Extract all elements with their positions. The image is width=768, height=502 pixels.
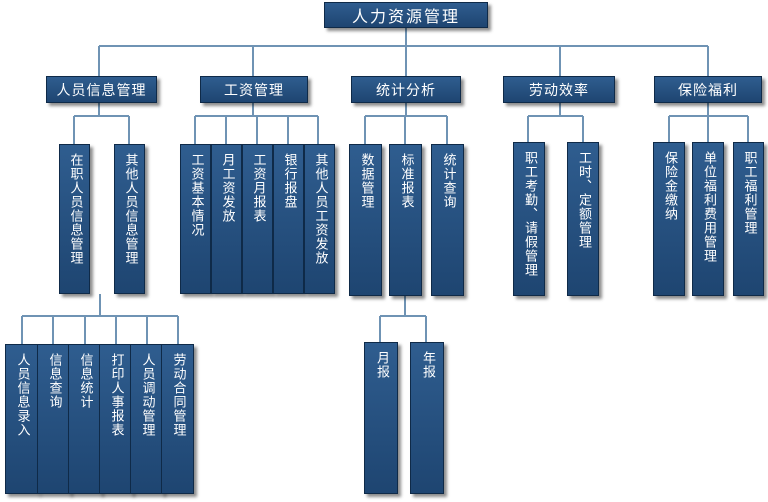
node-other-pay: 其他人员工资发放 — [304, 144, 335, 294]
node-attendance: 职工考勤、请假管理 — [513, 142, 545, 296]
connector — [21, 316, 179, 344]
node-stats-query: 统计查询 — [431, 144, 464, 296]
node-bank-disk: 银行报盘 — [273, 144, 304, 294]
root-label: 人力资源管理 — [351, 7, 460, 26]
node-staff-entry: 人员信息录入 — [5, 344, 38, 494]
node-monthly-pay: 月工资发放 — [211, 144, 242, 294]
node-label: 劳动合同管理 — [170, 353, 186, 437]
connector — [365, 103, 447, 117]
node-label: 保险福利 — [678, 82, 738, 99]
node-label: 人员信息录入 — [14, 353, 30, 437]
node-label: 人员信息管理 — [56, 82, 147, 99]
node-label: 年报 — [420, 351, 435, 379]
node-staff-welfare: 职工福利管理 — [733, 142, 764, 296]
node-monthly-report: 工资月报表 — [242, 144, 273, 294]
node-annual: 年报 — [410, 342, 444, 494]
node-label: 职工福利管理 — [741, 151, 757, 235]
node-label: 其他人员信息管理 — [122, 153, 138, 265]
node-label: 信息统计 — [77, 353, 93, 409]
node-other-staff: 其他人员信息管理 — [114, 144, 145, 294]
connector — [527, 103, 584, 142]
node-label: 月报 — [374, 351, 389, 379]
connector — [364, 116, 448, 144]
node-standard-report: 标准报表 — [389, 144, 422, 296]
node-label: 银行报盘 — [281, 153, 297, 209]
node-label: 职工考勤、请假管理 — [522, 151, 537, 277]
node-efficiency: 劳动效率 — [503, 76, 615, 103]
connector — [668, 103, 749, 142]
connector — [195, 103, 318, 117]
node-label: 工时、定额管理 — [576, 151, 591, 249]
node-label: 人员调动管理 — [139, 353, 155, 437]
node-label: 在职人员信息管理 — [67, 153, 83, 265]
node-monthly: 月报 — [364, 342, 398, 494]
node-label: 统计查询 — [440, 153, 456, 209]
node-salary-basic: 工资基本情况 — [180, 144, 211, 294]
node-label: 其他人员工资发放 — [312, 153, 328, 265]
connector — [379, 296, 427, 342]
node-insurance: 保险金缴纳 — [653, 142, 685, 296]
node-salary: 工资管理 — [200, 76, 308, 103]
node-personnel: 人员信息管理 — [46, 76, 157, 103]
node-label: 工资月报表 — [250, 153, 266, 223]
node-label: 工资基本情况 — [188, 153, 204, 237]
node-label: 信息查询 — [46, 353, 62, 409]
connector — [73, 103, 130, 144]
node-label: 月工资发放 — [219, 153, 235, 223]
node-unit-welfare: 单位福利费用管理 — [692, 142, 724, 296]
node-info-stats: 信息统计 — [68, 344, 101, 494]
node-active-staff: 在职人员信息管理 — [59, 144, 90, 294]
connector — [98, 46, 709, 76]
node-label: 标准报表 — [398, 153, 414, 209]
node-label: 数据管理 — [358, 153, 374, 209]
node-work-hours: 工时、定额管理 — [567, 142, 599, 296]
node-label: 劳动效率 — [529, 82, 589, 99]
root-node: 人力资源管理 — [324, 2, 488, 28]
node-print-reports: 打印人事报表 — [99, 344, 132, 494]
node-info-query: 信息查询 — [37, 344, 70, 494]
node-statistics: 统计分析 — [351, 76, 461, 103]
node-label: 打印人事报表 — [108, 353, 124, 437]
node-label: 单位福利费用管理 — [701, 151, 716, 263]
connector — [22, 294, 178, 317]
node-welfare: 保险福利 — [654, 76, 762, 103]
node-label: 工资管理 — [224, 82, 284, 99]
node-staff-transfer: 人员调动管理 — [130, 344, 163, 494]
node-data-management: 数据管理 — [349, 144, 382, 296]
node-labor-contract: 劳动合同管理 — [161, 344, 194, 494]
connector — [194, 116, 319, 144]
node-label: 统计分析 — [376, 82, 436, 99]
node-label: 保险金缴纳 — [662, 151, 677, 221]
